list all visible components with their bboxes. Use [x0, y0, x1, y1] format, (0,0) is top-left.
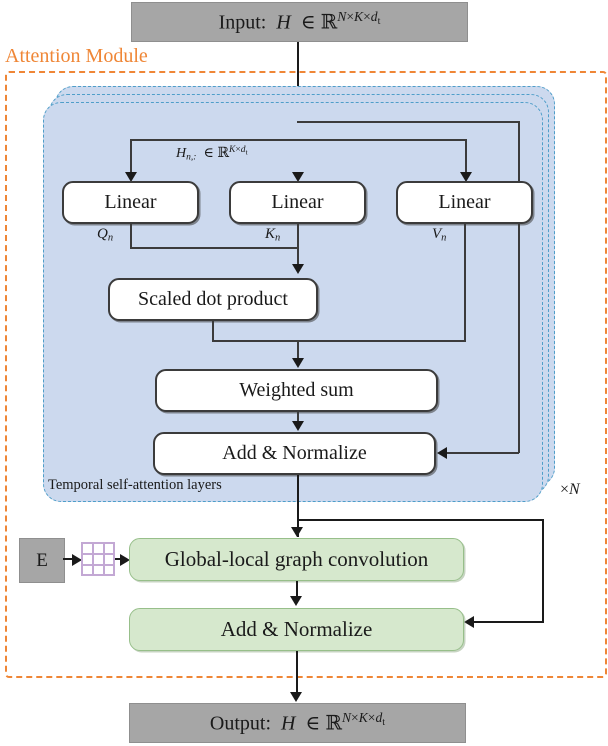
- output-prefix: Output:: [209, 712, 272, 735]
- edge-label-q: Qn: [97, 226, 114, 244]
- linear-fanout-bus: [131, 139, 467, 141]
- attention-add-normalize-label: Add & Normalize: [222, 442, 367, 464]
- scaled-dot-product-label: Scaled dot product: [138, 288, 288, 310]
- arrow-to-output: [290, 692, 302, 702]
- arrow-to-linear-v: [460, 172, 472, 182]
- adjacency-matrix-icon: [81, 542, 115, 576]
- graph-convolution-node: Global-local graph convolution: [129, 538, 464, 581]
- graph-convolution-label: Global-local graph convolution: [164, 547, 429, 572]
- graph-residual-down: [542, 519, 545, 623]
- attention-residual-top: [297, 121, 519, 123]
- attention-residual-in: [447, 452, 519, 454]
- attention-module-label: Attention Module: [5, 45, 148, 67]
- linear-fanout-right: [465, 139, 467, 177]
- attention-output-stem: [297, 475, 300, 537]
- output-label: Output: H ∈ ℝN×K×dt: [209, 710, 386, 735]
- arrow-to-weighted-sum: [292, 358, 304, 368]
- arrow-to-linear-q: [125, 172, 137, 182]
- arrow-residual-to-graph-addnorm: [464, 616, 474, 628]
- linear-block-k: Linear: [229, 181, 366, 224]
- arrow-residual-to-addnorm: [437, 447, 447, 459]
- q-down-line: [130, 224, 132, 249]
- edge-label-k: Kn: [265, 226, 281, 244]
- graph-residual-top: [297, 519, 544, 522]
- arrow-to-scaled-dot-product: [292, 264, 304, 274]
- linear-fanout-left: [130, 139, 132, 177]
- qk-merge-bus: [130, 247, 298, 249]
- weighted-sum-node: Weighted sum: [155, 369, 438, 412]
- weighted-sum-label: Weighted sum: [239, 379, 354, 401]
- graph-to-output-line: [296, 651, 299, 696]
- attention-module-frame: [5, 71, 607, 678]
- graph-residual-in: [474, 621, 544, 624]
- arrow-to-graph-addnorm: [290, 596, 302, 606]
- hidden-slice-label: Hn,: ∈ ℝK×dt: [176, 145, 248, 163]
- edge-label-v: Vn: [432, 226, 447, 244]
- attention-residual-down: [518, 121, 520, 453]
- weighted-sum-feed-line: [297, 340, 299, 360]
- linear-block-k-label: Linear: [271, 191, 324, 213]
- arrow-to-graph-convolution: [291, 527, 303, 537]
- v-down-line: [464, 224, 466, 341]
- arrow-to-linear-k: [292, 172, 304, 182]
- self-attention-panel-caption: Temporal self-attention layers: [48, 477, 222, 493]
- arrow-grid-to-convolution: [120, 554, 130, 566]
- sdp-down-line: [212, 321, 214, 342]
- arrow-embedding-to-grid: [72, 554, 82, 566]
- input-label: Input: H ∈ ℝN×K×dt: [218, 9, 381, 34]
- linear-block-v-label: Linear: [438, 191, 491, 213]
- graph-add-normalize-node: Add & Normalize: [129, 608, 464, 651]
- linear-block-v: Linear: [396, 181, 533, 224]
- weighted-sum-to-addnorm-line: [297, 412, 299, 424]
- v-to-weighted-sum-bus: [212, 340, 466, 342]
- input-node: Input: H ∈ ℝN×K×dt: [131, 2, 468, 42]
- linear-block-q-label: Linear: [104, 191, 157, 213]
- embedding-label: E: [36, 549, 48, 571]
- arrow-to-attention-addnorm: [292, 421, 304, 431]
- input-prefix: Input:: [218, 11, 267, 34]
- graph-add-normalize-label: Add & Normalize: [220, 617, 373, 642]
- convolution-to-addnorm-line: [296, 581, 299, 598]
- output-node: Output: H ∈ ℝN×K×dt: [129, 703, 466, 743]
- scaled-dot-product-node: Scaled dot product: [108, 278, 318, 321]
- embedding-node: E: [19, 538, 65, 583]
- embedding-to-grid-line: [63, 558, 75, 561]
- grid-to-convolution-line: [115, 558, 123, 561]
- attention-add-normalize-node: Add & Normalize: [153, 432, 436, 475]
- k-down-line: [297, 224, 299, 264]
- linear-block-q: Linear: [62, 181, 199, 224]
- repeat-count-label: ×N: [560, 481, 580, 498]
